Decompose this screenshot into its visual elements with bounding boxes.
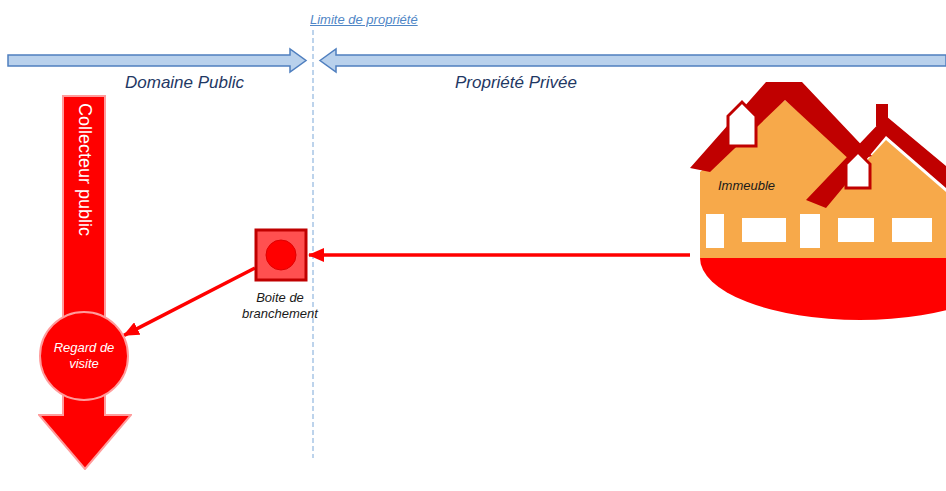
house-node: Immeuble xyxy=(690,70,946,325)
collector-arrow xyxy=(39,96,131,469)
house-illustration xyxy=(690,70,946,325)
property-limit-line xyxy=(313,30,314,458)
zone-label: Domaine Public xyxy=(125,73,244,93)
house-window xyxy=(706,214,724,248)
house-label: Immeuble xyxy=(718,178,775,193)
connection-box-square xyxy=(256,230,306,280)
dormer-window xyxy=(728,102,756,146)
box-label: Boite de branchement xyxy=(235,290,325,322)
house-window xyxy=(892,218,932,242)
connection-box-shape xyxy=(254,228,308,282)
box-node: Boite de branchement xyxy=(235,228,325,328)
house-window xyxy=(838,218,874,242)
manhole-label: Regard de visite xyxy=(53,340,115,372)
manhole-node: Regard de visite xyxy=(38,310,130,402)
zone-label: Propriété Privée xyxy=(455,73,577,93)
connection-box-circle xyxy=(266,240,296,270)
pipe-arrow xyxy=(309,253,690,257)
private-property-arrow xyxy=(320,49,946,72)
dormer-window xyxy=(846,152,870,188)
house-door xyxy=(800,214,820,248)
property-limit-label: Limite de propriété xyxy=(310,12,418,27)
manhole-circle xyxy=(40,312,128,400)
house-window xyxy=(742,218,786,242)
public-domain-arrow xyxy=(8,49,306,72)
house-roof xyxy=(690,82,872,172)
house-ground xyxy=(700,258,946,320)
pipe-arrow xyxy=(124,268,255,335)
collector-label: Collecteur public xyxy=(74,103,96,236)
house-roof xyxy=(806,116,946,208)
collector-node: Collecteur publicRegard de visite xyxy=(38,95,132,470)
house-group xyxy=(690,82,946,320)
